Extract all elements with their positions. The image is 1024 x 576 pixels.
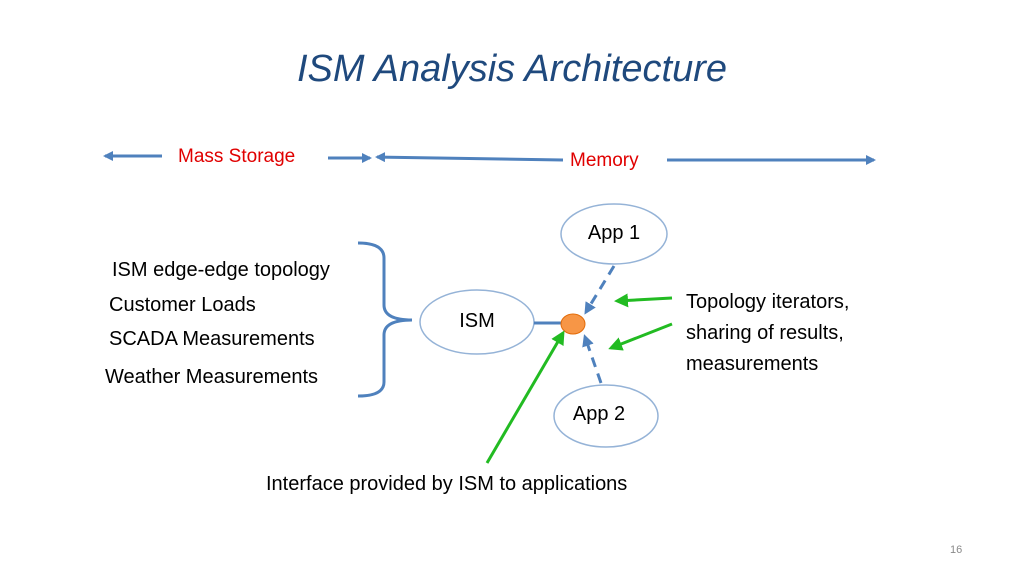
interface-note: Interface provided by ISM to application…	[266, 473, 628, 495]
data-source-item: Customer Loads	[109, 294, 256, 316]
data-source-item: SCADA Measurements	[109, 328, 315, 350]
app1-label: App 1	[587, 222, 641, 244]
green-pointer-interface	[485, 330, 565, 464]
data-sources-brace	[357, 241, 413, 398]
app1-dashed-connector	[584, 265, 616, 315]
data-source-item: ISM edge-edge topology	[112, 259, 330, 281]
app1-node	[560, 203, 668, 265]
memory-left-arrow	[375, 152, 564, 163]
green-pointer-upper	[614, 293, 673, 308]
app2-node	[553, 384, 659, 448]
app2-label: App 2	[572, 403, 626, 425]
data-source-item: Weather Measurements	[105, 366, 319, 388]
green-pointer-lower	[608, 322, 673, 351]
mass-storage-label: Mass Storage	[178, 146, 296, 167]
ism-label: ISM	[459, 310, 495, 332]
slide-number: 16	[950, 544, 963, 556]
topology-note-line2: sharing of results,	[686, 322, 844, 344]
memory-label: Memory	[570, 150, 639, 171]
app2-dashed-connector	[582, 334, 603, 384]
interface-dot	[560, 313, 586, 335]
topology-note-line1: Topology iterators,	[686, 291, 850, 313]
slide-title: ISM Analysis Architecture	[296, 48, 728, 90]
topology-note-line3: measurements	[686, 353, 819, 375]
